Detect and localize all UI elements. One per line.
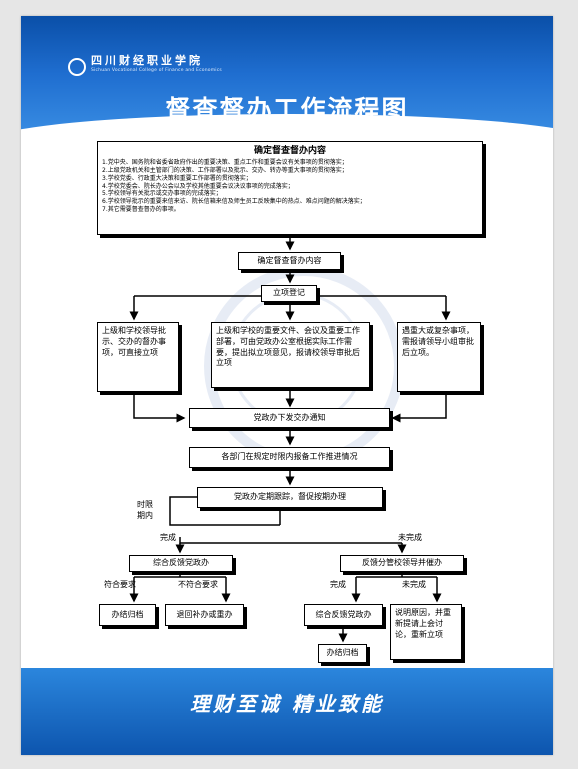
step-notice: 党政办下发交办通知 [189, 408, 390, 428]
content-item: 1.党中央、国务院和省委省政府作出的重要决策、重点工作和重要会议有关事项的贯彻落… [102, 159, 348, 167]
content-item: 4.学校党委会、院长办公会以及学校其他重要会议决议事项的完成落实； [102, 182, 294, 190]
footer-slogan: 理财至诚 精业致能 [190, 692, 384, 716]
label-meets: 符合要求 [104, 580, 136, 589]
label-not-completed: 未完成 [398, 533, 422, 542]
label-not-meets: 不符合要求 [178, 580, 218, 589]
step-report: 各部门在规定时限内报备工作推进情况 [189, 447, 390, 468]
step-feedback-done: 综合反馈党政办 [129, 555, 233, 572]
content-item: 5.学校领导有关批示或交办事项的完成落实； [102, 190, 222, 198]
step-feedback-done-2: 综合反馈党政办 [304, 604, 383, 626]
step-archive-left: 办结归档 [99, 604, 156, 626]
content-item: 6.学校领导批示的重要来信来访、院长信箱来信及师生员工反映集中的热点、难点问题的… [102, 198, 366, 206]
content-box: 确定督查督办内容 1.党中央、国务院和省委省政府作出的重要决策、重点工作和重要会… [97, 141, 483, 235]
step-feedback-undone: 反馈分管校领导并催办 [340, 555, 464, 572]
page-title: 督查督办工作流程图 [165, 95, 409, 124]
step-track: 党政办定期跟踪，督促按期办理 [197, 487, 383, 508]
label-within-time-2: 期内 [137, 511, 153, 520]
footer-banner [21, 668, 553, 755]
step-middle-source: 上级和学校的重要文件、会议及重要工作部署，可由党政办公室根据实际工作需要，提出拟… [211, 322, 370, 388]
step-archive-right: 办结归档 [318, 644, 367, 663]
content-item: 7.其它需要督查督办的事项。 [102, 205, 180, 213]
content-item: 3.学校党委、行政重大决策和重要工作部署的贯彻落实； [102, 174, 252, 182]
content-box-title: 确定督查督办内容 [253, 146, 326, 156]
label-completed: 完成 [160, 533, 176, 542]
school-name-en: Sichuan Vocational College of Finance an… [91, 68, 222, 73]
content-item: 2.上级党政机关和主管部门的决策、工作部署以及批示、交办、转办等重大事项的贯彻落… [102, 166, 348, 174]
step-confirm-content: 确定督查督办内容 [238, 252, 341, 270]
label-completed-2: 完成 [330, 580, 346, 589]
school-name-cn: 四川财经职业学院 [91, 54, 203, 67]
step-redo: 退回补办或重办 [165, 604, 244, 626]
step-explain: 说明原因，并重新提请上会讨论，重新立项 [390, 604, 462, 660]
step-register: 立项登记 [261, 285, 317, 302]
step-right-source: 遇重大或复杂事项，需报请领导小组审批后立项。 [397, 322, 481, 392]
label-within-time-1: 时限 [137, 500, 153, 509]
school-logo-icon [68, 58, 86, 76]
step-left-source: 上级和学校领导批示、交办的督办事项，可直接立项 [97, 322, 179, 392]
label-not-completed-2: 未完成 [402, 580, 426, 589]
